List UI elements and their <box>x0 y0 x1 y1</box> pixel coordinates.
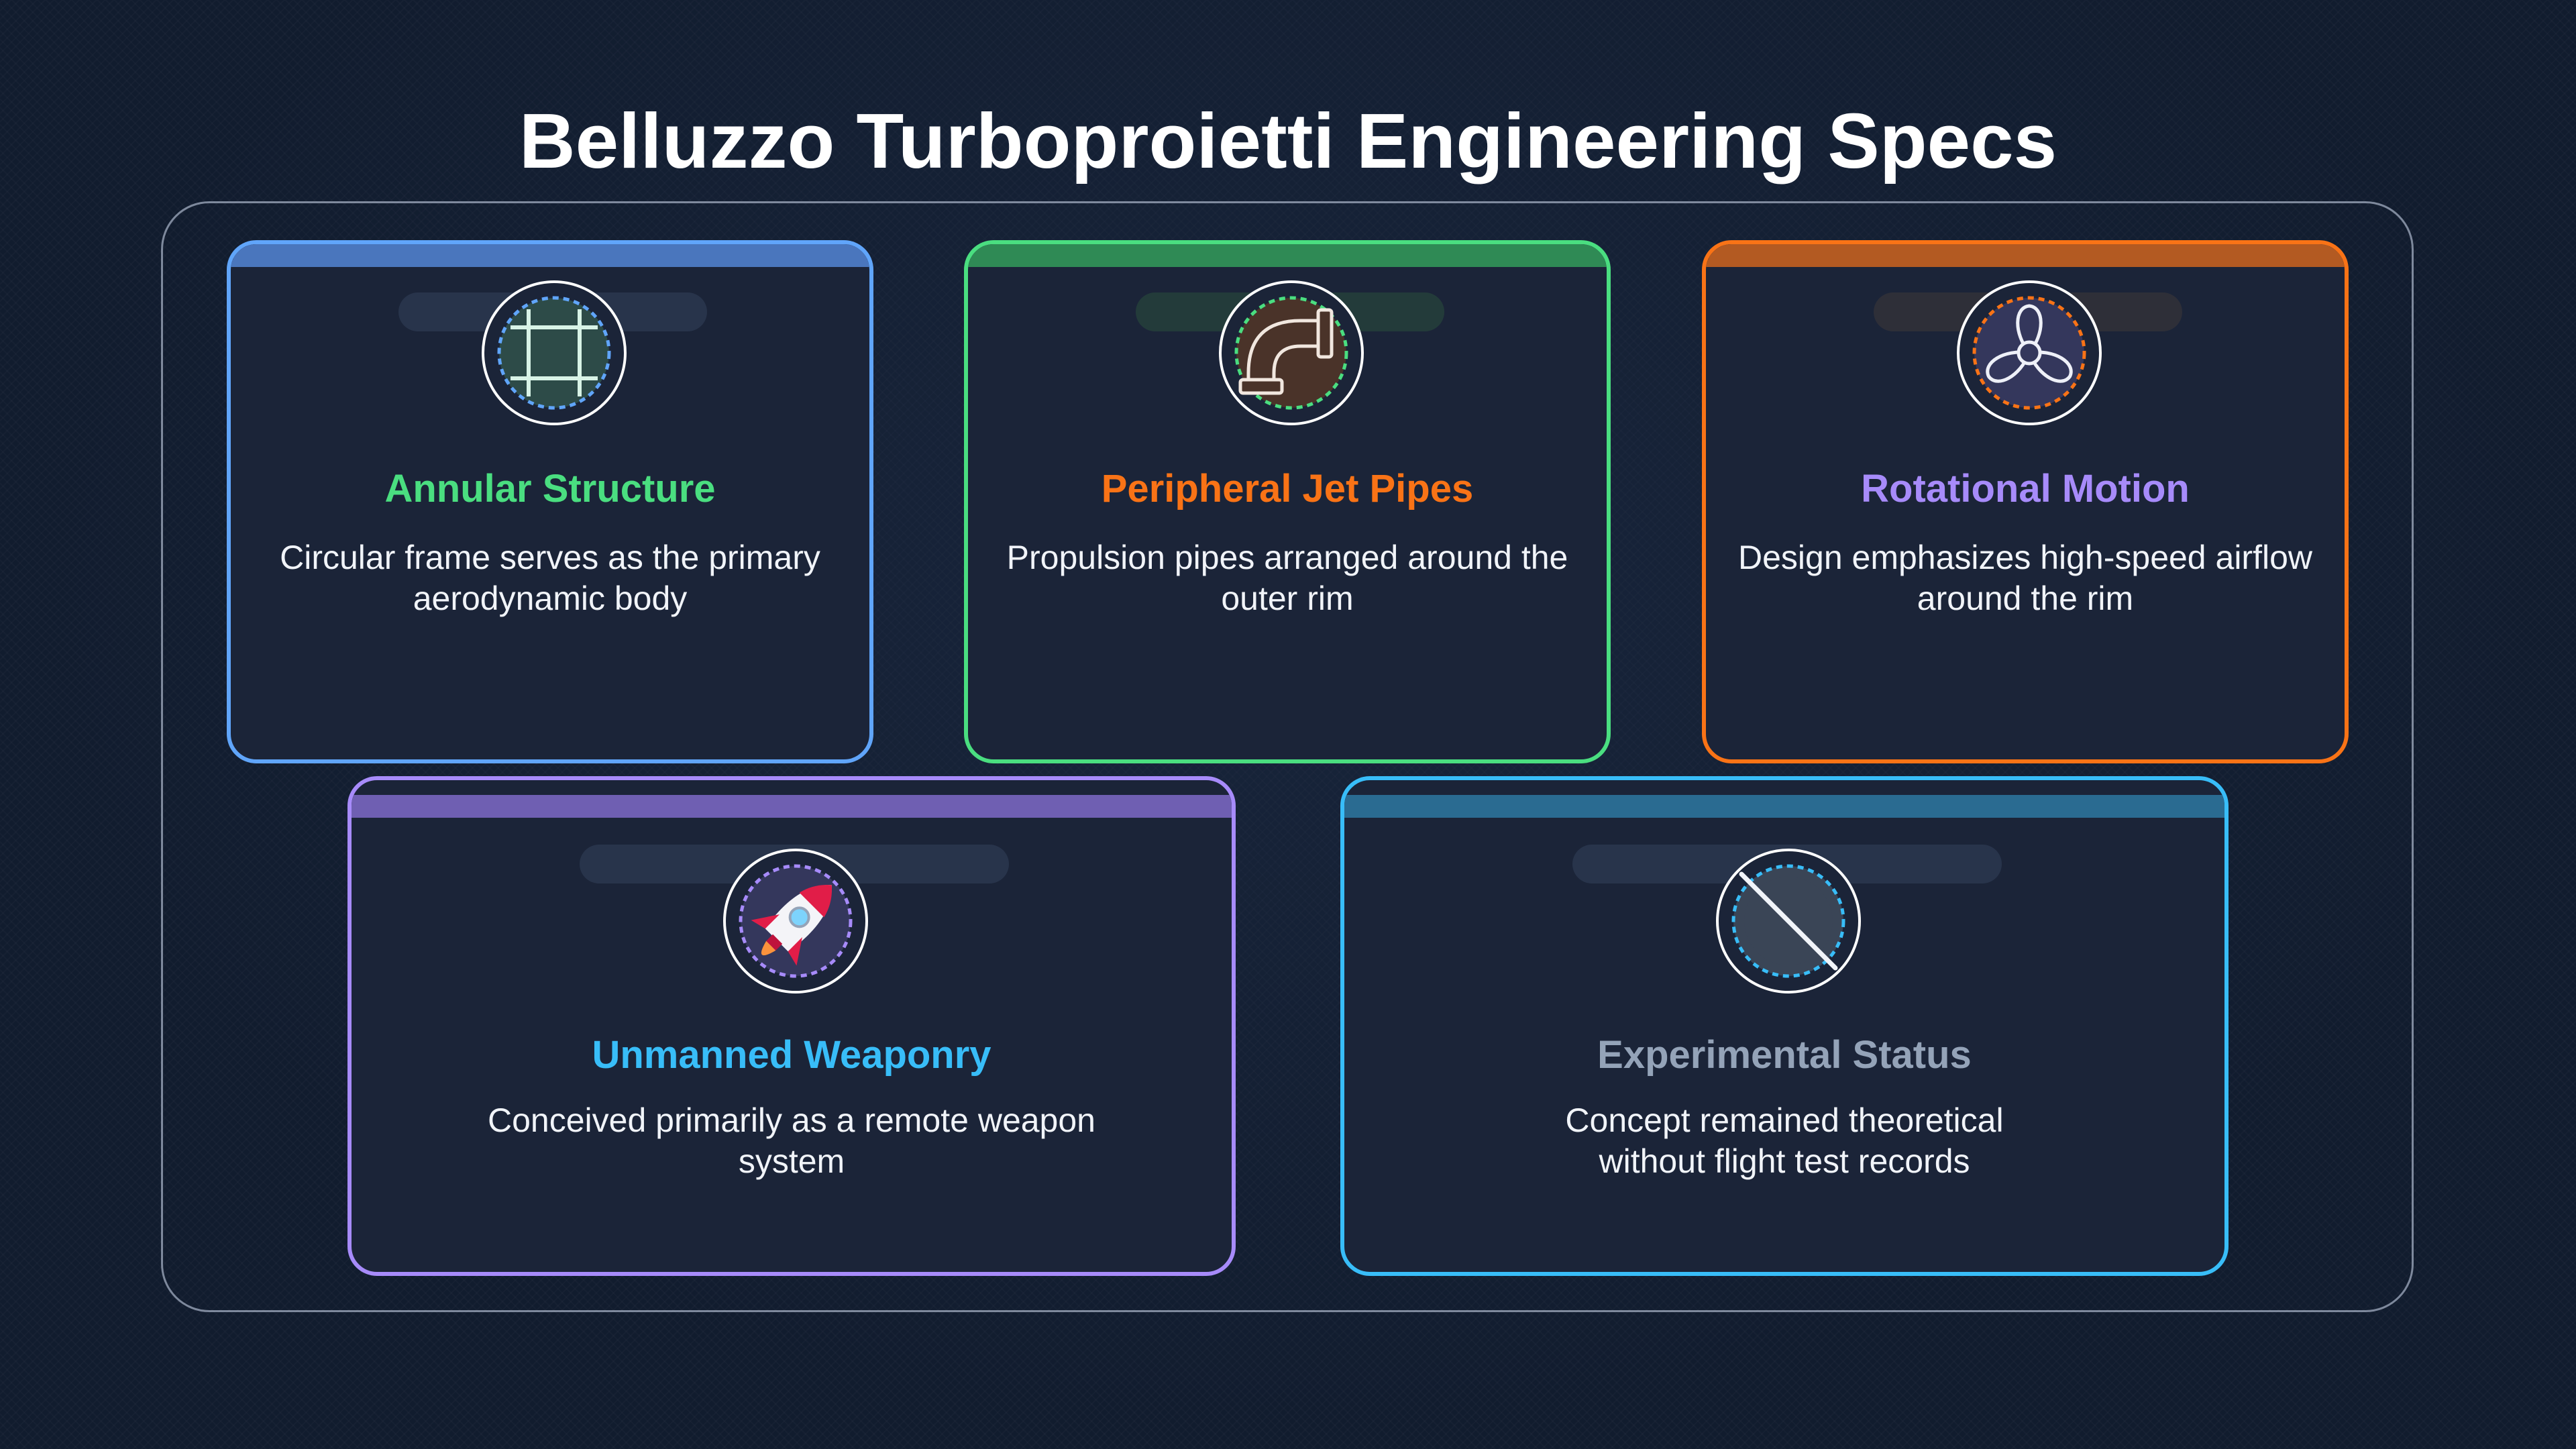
card-description: Concept remained theoretical without fli… <box>1565 1102 2004 1180</box>
spec-card-unmanned-weaponry: Unmanned Weaponry Conceived primarily as… <box>347 776 1236 1276</box>
card-description: Propulsion pipes arranged around the out… <box>1006 539 1568 617</box>
card-heading: Unmanned Weaponry <box>592 1033 991 1077</box>
card-header-strip <box>968 244 1607 267</box>
card-header-strip <box>352 795 1232 818</box>
spec-card-annular-structure: Annular Structure Circular frame serves … <box>227 240 873 763</box>
pipe-elbow-icon <box>1218 279 1365 427</box>
card-description: Conceived primarily as a remote weapon s… <box>488 1102 1095 1180</box>
card-header-strip <box>1344 795 2224 818</box>
annular-frame-icon <box>480 279 628 427</box>
spec-card-rotational-motion: Rotational Motion Design emphasizes high… <box>1702 240 2349 763</box>
page-title: Belluzzo Turboproietti Engineering Specs <box>519 97 2057 184</box>
spec-card-peripheral-jet-pipes: Peripheral Jet Pipes Propulsion pipes ar… <box>964 240 1611 763</box>
prohibited-icon <box>1715 847 1862 995</box>
card-description: Design emphasizes high-speed airflow aro… <box>1737 539 2312 617</box>
card-description: Circular frame serves as the primary aer… <box>280 539 820 617</box>
propeller-icon <box>1955 279 2103 427</box>
specs-frame <box>161 201 2414 1312</box>
spec-card-experimental-status: Experimental Status Concept remained the… <box>1340 776 2229 1276</box>
card-heading: Peripheral Jet Pipes <box>1101 467 1474 511</box>
card-heading: Rotational Motion <box>1861 467 2190 511</box>
rocket-icon <box>722 847 869 995</box>
card-heading: Experimental Status <box>1597 1033 1972 1077</box>
card-heading: Annular Structure <box>384 467 716 511</box>
card-header-strip <box>231 244 869 267</box>
card-header-strip <box>1706 244 2345 267</box>
